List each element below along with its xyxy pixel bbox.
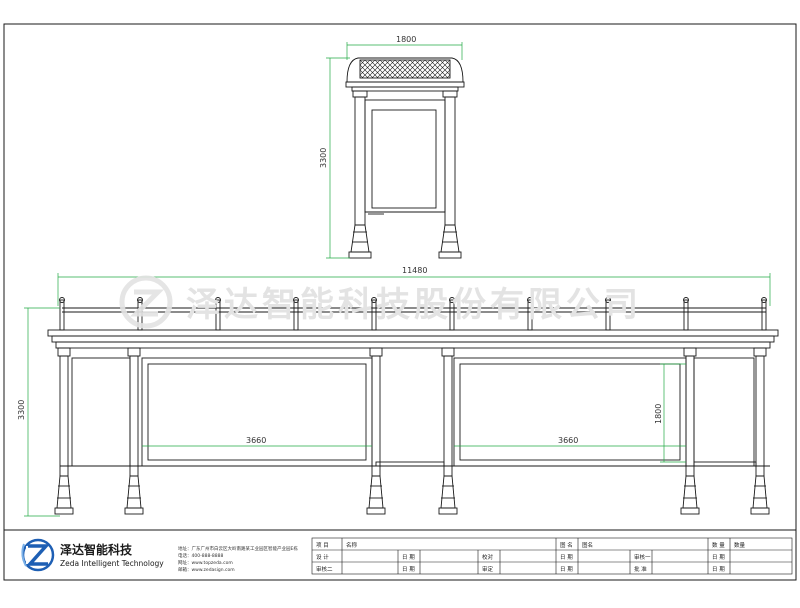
front-view <box>47 307 779 467</box>
title-row2-cell: 日 期 <box>712 554 725 561</box>
roof-finial <box>683 297 689 331</box>
title-row1-cell: 名称 <box>346 541 358 549</box>
company-info-line-1: 地址：广东广州市白云区大岭南路某工业园区智能产业园E栋 <box>178 545 298 552</box>
panel-height-dimension <box>660 363 686 463</box>
title-row1-cell: 图名 <box>582 541 593 549</box>
title-row1-cell: 数 量 <box>712 541 725 549</box>
title-row2-cell: 审核一 <box>634 553 651 561</box>
side-height-label: 3300 <box>319 148 328 168</box>
side-view <box>345 57 465 259</box>
company-info-line-2: 电话：400-888-8888 <box>178 552 224 559</box>
title-row2-cell: 日 期 <box>560 554 573 561</box>
watermark-text: 泽达智能科技股份有限公司 <box>186 285 642 325</box>
panel2-width-label: 3660 <box>558 436 578 445</box>
title-row3-cell: 批 准 <box>634 565 647 573</box>
front-column <box>124 347 144 515</box>
title-row1-cell: 数量 <box>734 541 746 549</box>
roof-finial <box>293 297 299 331</box>
front-height-label: 3300 <box>17 400 26 420</box>
title-row3-cell: 日 期 <box>560 566 573 573</box>
title-row1-cell: 图 名 <box>560 541 573 549</box>
title-row2-cell: 校对 <box>482 553 494 561</box>
front-column <box>438 347 458 515</box>
roof-finial <box>527 297 533 331</box>
roof-finials <box>59 297 767 331</box>
title-row3-cell: 日 期 <box>712 566 725 573</box>
title-block-grid <box>311 537 793 575</box>
front-column <box>750 347 770 515</box>
title-row2-cell: 日 期 <box>402 554 415 561</box>
drawing-frame <box>3 23 797 581</box>
front-column <box>366 347 386 515</box>
front-column <box>680 347 700 515</box>
front-height-dimension <box>24 307 60 517</box>
title-row3-cell: 审核二 <box>316 565 333 573</box>
title-row2-cell: 设 计 <box>316 553 329 561</box>
side-width-dimension <box>346 42 463 60</box>
company-info-line-4: 邮箱：www.zedasign.com <box>178 566 235 573</box>
watermark-logo <box>119 275 173 329</box>
title-row3-cell: 日 期 <box>402 566 415 573</box>
front-width-dimension <box>57 273 771 306</box>
title-block-cells: 项 目名称图 名图名数 量数量设 计日 期校对日 期审核一日 期审核二日 期审定… <box>316 541 746 573</box>
front-column <box>54 347 74 515</box>
company-name-en: Zeda Intelligent Technology <box>60 559 164 568</box>
panel1-width-label: 3660 <box>246 436 266 445</box>
roof-finial <box>449 297 455 331</box>
side-width-label: 1800 <box>396 35 416 44</box>
roof-finial <box>215 297 221 331</box>
company-name-cn: 泽达智能科技 <box>60 542 133 557</box>
front-width-label: 11480 <box>402 266 427 275</box>
side-height-dimension <box>326 57 350 259</box>
title-row3-cell: 审定 <box>482 565 494 573</box>
panel-height-label: 1800 <box>654 404 663 424</box>
roof-finial <box>371 297 377 331</box>
company-logo <box>21 538 55 572</box>
roof-finial <box>605 297 611 331</box>
roof-finial <box>761 297 767 331</box>
company-info-line-3: 网址：www.topzeda.com <box>178 559 233 566</box>
front-columns <box>54 347 770 515</box>
roof-finial <box>59 297 65 331</box>
title-row1-cell: 项 目 <box>316 542 329 549</box>
